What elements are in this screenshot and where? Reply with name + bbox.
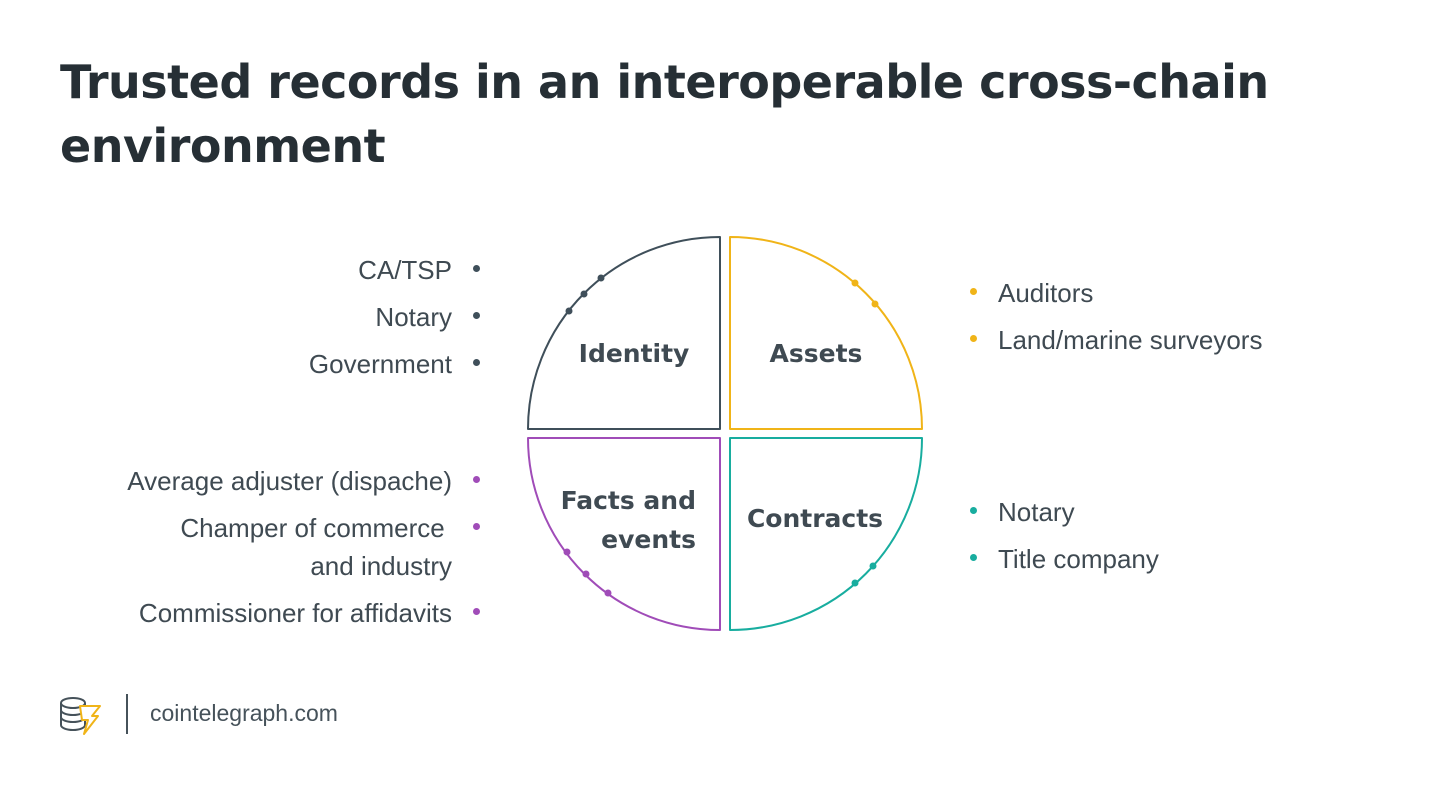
bullet-icon [473, 608, 480, 615]
arc-dot [604, 589, 612, 597]
quadrant-label-identity: Identity [579, 339, 690, 368]
bullet-icon [473, 312, 480, 319]
contracts-providers-list: Notary Title company [970, 493, 1390, 587]
bullet-icon [970, 288, 977, 295]
arc-dot [869, 562, 877, 570]
list-item: Government [60, 345, 480, 383]
facts-providers-list: Average adjuster (dispache) Champer of c… [60, 462, 480, 641]
arc-dot [580, 290, 588, 298]
quadrant-label-contracts: Contracts [747, 504, 883, 533]
quadrant-contracts: Contracts [729, 437, 923, 631]
bullet-icon [473, 265, 480, 272]
bullet-icon [473, 523, 480, 530]
list-item: CA/TSP [60, 251, 480, 289]
list-item: Champer of commerce and industry [60, 509, 480, 585]
assets-providers-list: Auditors Land/marine surveyors [970, 274, 1390, 368]
bullet-icon [473, 359, 480, 366]
quadrant-identity: Identity [527, 236, 721, 430]
bullet-icon [970, 507, 977, 514]
bullet-icon [970, 335, 977, 342]
list-item: Auditors [970, 274, 1390, 312]
footer-divider [126, 694, 128, 734]
arc-dot [565, 307, 573, 315]
arc-dot [871, 300, 879, 308]
quadrant-label-assets: Assets [770, 339, 863, 368]
quadrant-diagram: Identity Assets Facts and events Contrac… [527, 236, 923, 631]
arc-dot [597, 274, 605, 282]
quadrant-label-facts-line1: Facts and [561, 486, 696, 515]
identity-providers-list: CA/TSP Notary Government [60, 251, 480, 392]
arc-dot [851, 279, 859, 287]
quadrant-facts-and-events: Facts and events [527, 437, 721, 631]
bullet-icon [970, 554, 977, 561]
list-item: Title company [970, 540, 1390, 578]
site-name: cointelegraph.com [150, 700, 338, 726]
quadrant-assets: Assets [729, 236, 923, 430]
bullet-icon [473, 476, 480, 483]
arc-dot [582, 570, 590, 578]
arc-dot [851, 579, 859, 587]
list-item: Land/marine surveyors [970, 321, 1390, 359]
list-item: Notary [970, 493, 1390, 531]
list-item: Commissioner for affidavits [60, 594, 480, 632]
quadrant-label-facts-line2: events [601, 525, 696, 554]
arc-dot [563, 548, 571, 556]
page-title: Trusted records in an interoperable cros… [60, 55, 1269, 173]
cointelegraph-logo-icon [58, 694, 104, 741]
list-item: Average adjuster (dispache) [60, 462, 480, 500]
list-item: Notary [60, 298, 480, 336]
